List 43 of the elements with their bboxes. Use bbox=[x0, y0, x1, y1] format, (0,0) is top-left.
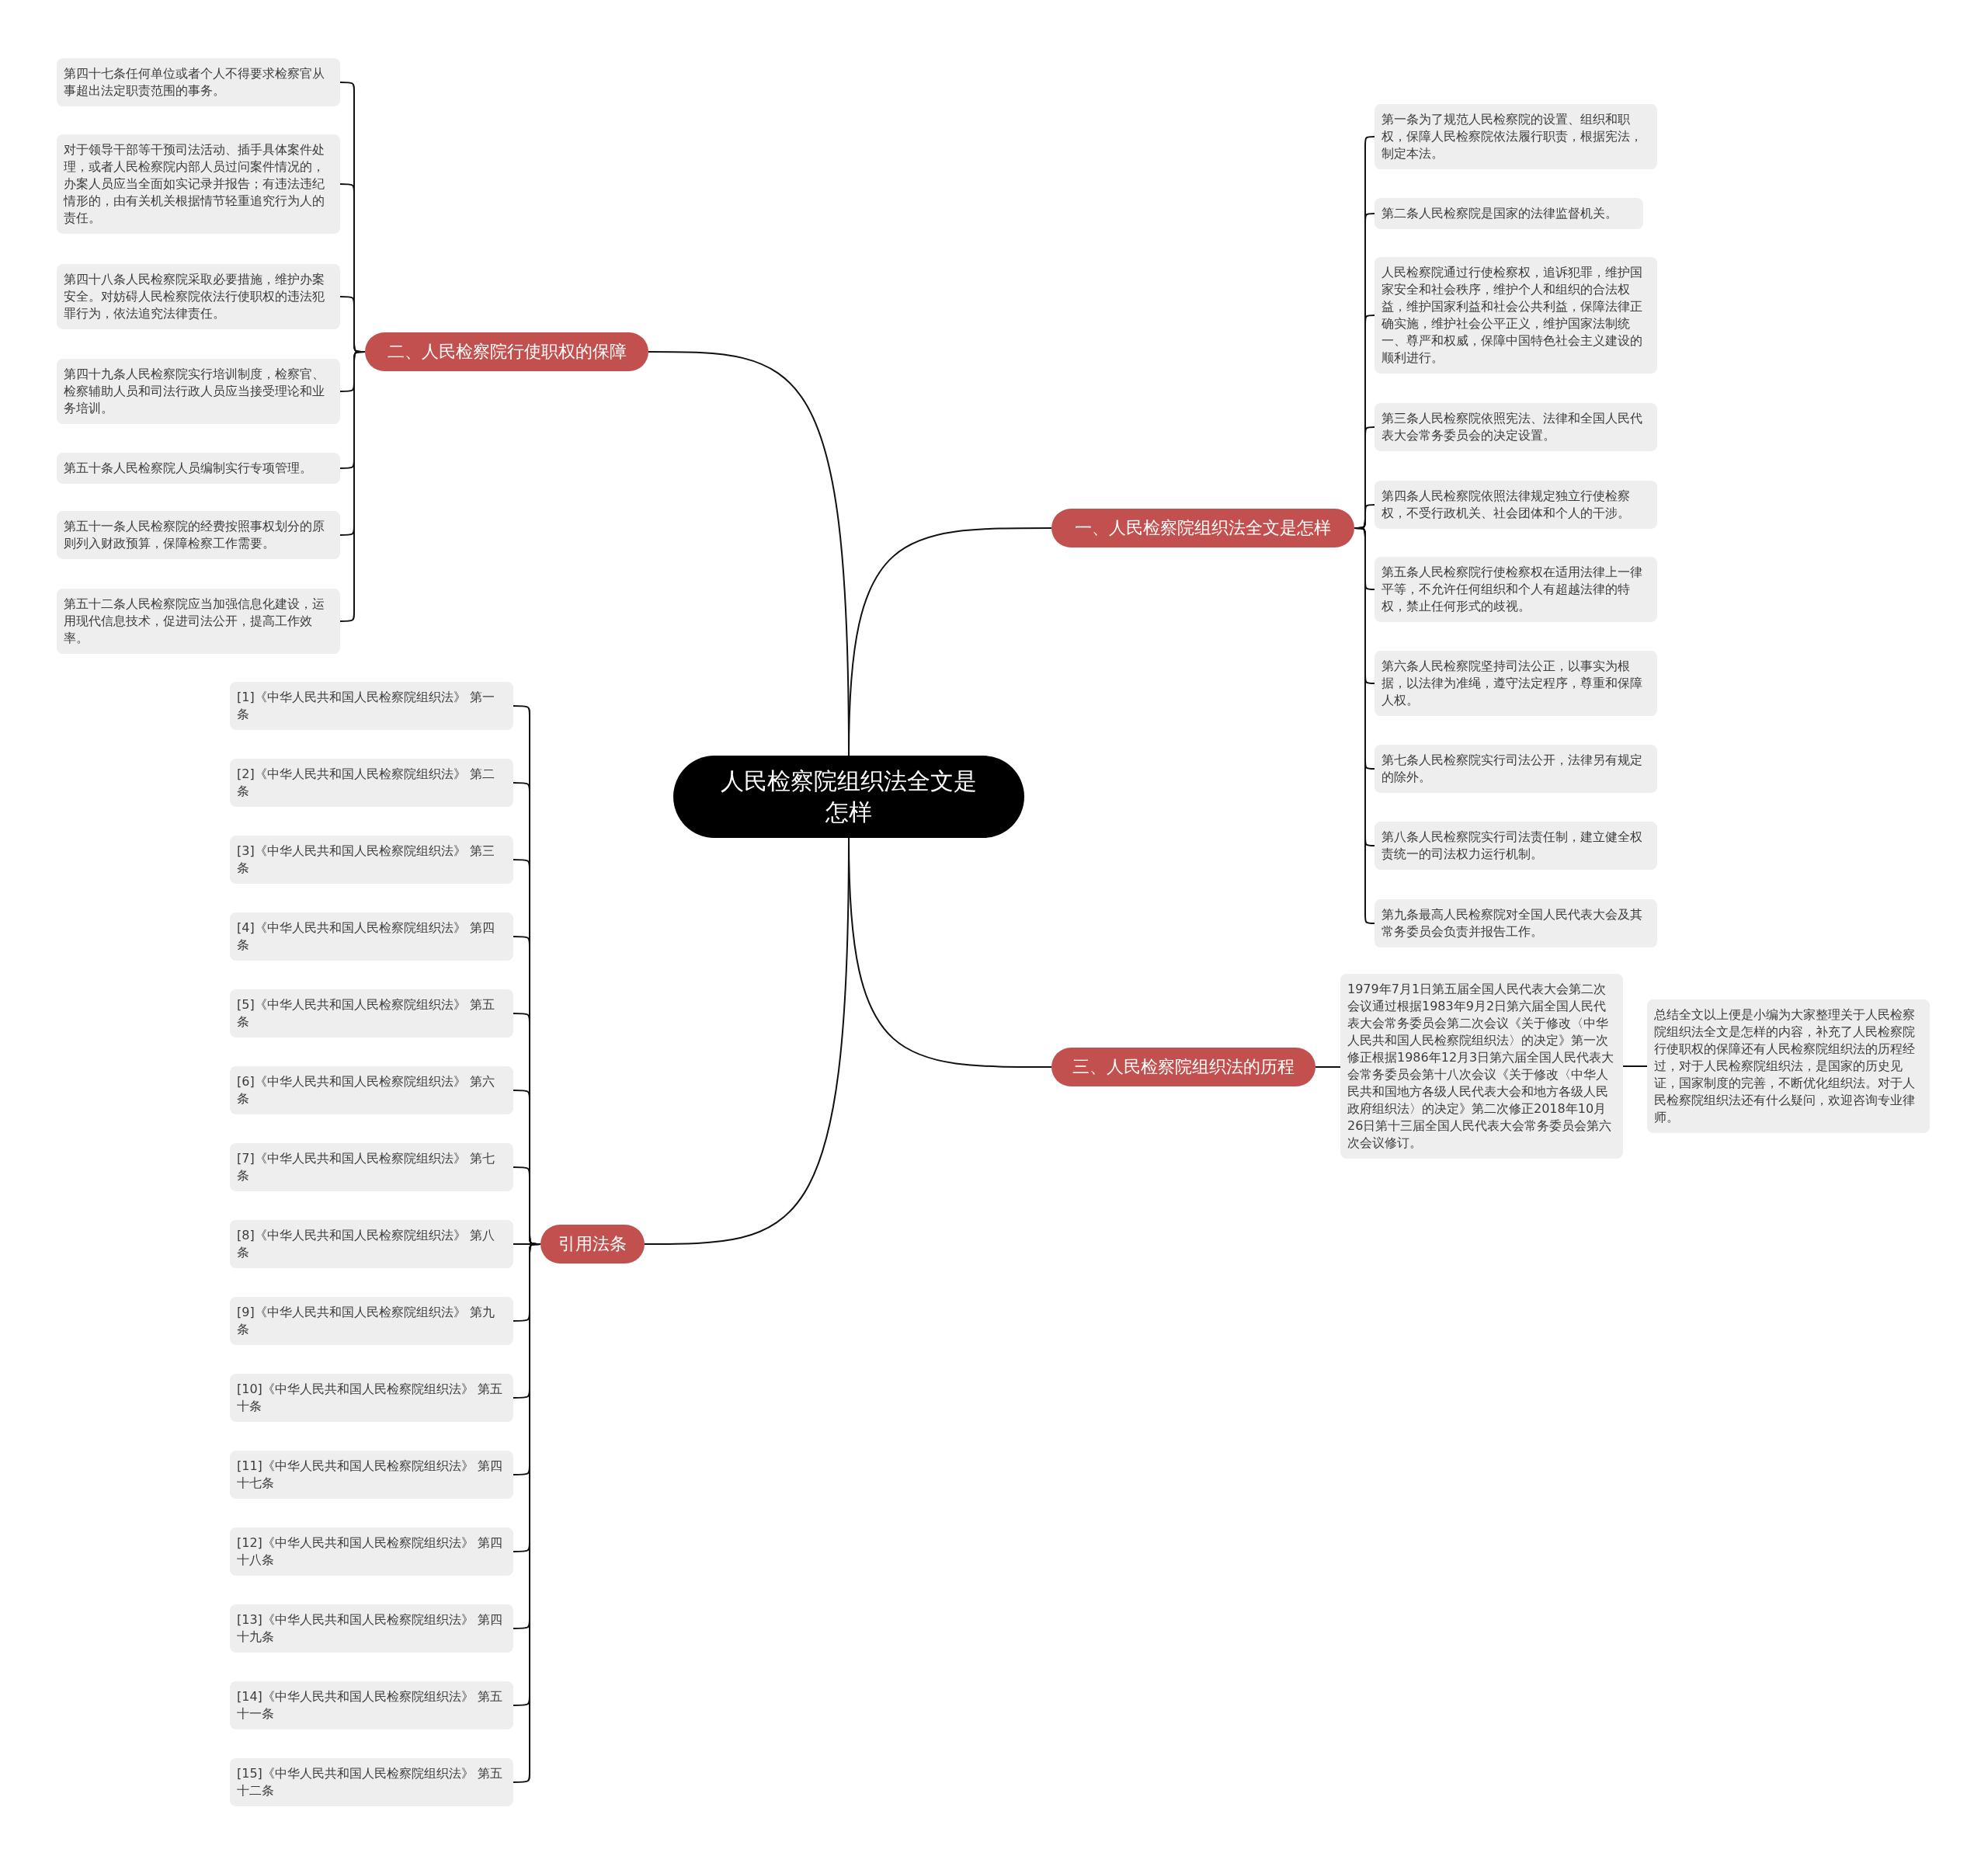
text-card: 第五条人民检察院行使检察权在适用法律上一律平等，不允许任何组织和个人有超越法律的特权，禁止任何形式的歧视。 bbox=[1375, 557, 1657, 622]
topic-pill: 三、人民检察院组织法的历程 bbox=[1051, 1048, 1315, 1086]
text-card: 第九条最高人民检察院对全国人民代表大会及其常务委员会负责并报告工作。 bbox=[1375, 899, 1657, 947]
text-card: [4]《中华人民共和国人民检察院组织法》 第四条 bbox=[230, 912, 513, 961]
topic-pill: 一、人民检察院组织法全文是怎样 bbox=[1051, 509, 1354, 547]
text-card: [14]《中华人民共和国人民检察院组织法》 第五十一条 bbox=[230, 1681, 513, 1729]
text-card: [1]《中华人民共和国人民检察院组织法》 第一条 bbox=[230, 682, 513, 730]
text-card: [5]《中华人民共和国人民检察院组织法》 第五条 bbox=[230, 989, 513, 1038]
text-card: 第四十九条人民检察院实行培训制度，检察官、检察辅助人员和司法行政人员应当接受理论和业务培训。 bbox=[57, 359, 340, 424]
text-card: 总结全文以上便是小编为大家整理关于人民检察院组织法全文是怎样的内容，补充了人民检察院行使职权的保障还有人民检察院组织法的历程经过，对于人民检察院组织法，是国家的历史见证，国家制度的完善，不断优化组织法。对于人民检察院组织法还有什么疑问，欢迎咨询专业律师。 bbox=[1647, 999, 1930, 1133]
text-card: [15]《中华人民共和国人民检察院组织法》 第五十二条 bbox=[230, 1758, 513, 1806]
text-card: [6]《中华人民共和国人民检察院组织法》 第六条 bbox=[230, 1066, 513, 1114]
text-card: [2]《中华人民共和国人民检察院组织法》 第二条 bbox=[230, 759, 513, 807]
connector-line bbox=[1354, 527, 1375, 924]
text-card: [13]《中华人民共和国人民检察院组织法》 第四十九条 bbox=[230, 1604, 513, 1653]
topic-pill: 二、人民检察院行使职权的保障 bbox=[365, 332, 648, 371]
text-card: 第三条人民检察院依照宪法、法律和全国人民代表大会常务委员会的决定设置。 bbox=[1375, 403, 1657, 451]
topic-pill: 引用法条 bbox=[540, 1225, 645, 1263]
text-card: 人民检察院通过行使检察权，追诉犯罪，维护国家安全和社会秩序，维护个人和组织的合法权益，维护国家利益和社会公共利益，保障法律正确实施，维护社会公平正义，维护国家法制统一、尊严和权威，保障中国特色社会主义建设的顺利进行。 bbox=[1375, 257, 1657, 374]
text-card: 第五十条人民检察院人员编制实行专项管理。 bbox=[57, 453, 340, 484]
text-card: 第二条人民检察院是国家的法律监督机关。 bbox=[1375, 198, 1643, 229]
text-card: [7]《中华人民共和国人民检察院组织法》 第七条 bbox=[230, 1143, 513, 1191]
central-topic: 人民检察院组织法全文是怎样 bbox=[673, 756, 1024, 838]
text-card: 1979年7月1日第五届全国人民代表大会第二次会议通过根据1983年9月2日第六届全国人民代表大会常务委员会第二次会议《关于修改〈中华人民共和国人民检察院组织法〉的决定》第一次修正根据1986年12月3日第六届全国人民代表大会常务委员会第十八次会议《关于修改〈中华人民共和国地方各级人民代表大会和地方各级人民政府组织法〉的决定》第二次修正2018年10月26日第十三届全国人民代表大会常务委员会第六次会议修订。 bbox=[1340, 974, 1623, 1159]
text-card: [12]《中华人民共和国人民检察院组织法》 第四十八条 bbox=[230, 1528, 513, 1576]
text-card: 第七条人民检察院实行司法公开，法律另有规定的除外。 bbox=[1375, 745, 1657, 793]
text-card: 第六条人民检察院坚持司法公正，以事实为根据，以法律为准绳，遵守法定程序，尊重和保障人权。 bbox=[1375, 651, 1657, 716]
text-card: [10]《中华人民共和国人民检察院组织法》 第五十条 bbox=[230, 1374, 513, 1422]
text-card: [9]《中华人民共和国人民检察院组织法》 第九条 bbox=[230, 1297, 513, 1345]
text-card: 第五十一条人民检察院的经费按照事权划分的原则列入财政预算，保障检察工作需要。 bbox=[57, 511, 340, 559]
text-card: 第四十七条任何单位或者个人不得要求检察官从事超出法定职责范围的事务。 bbox=[57, 58, 340, 106]
text-card: 对于领导干部等干预司法活动、插手具体案件处理，或者人民检察院内部人员过问案件情况的，办案人员应当全面如实记录并报告；有违法违纪情形的，由有关机关根据情节轻重追究行为人的责任。 bbox=[57, 134, 340, 234]
connector-line bbox=[339, 351, 366, 622]
text-card: 第四条人民检察院依照法律规定独立行使检察权，不受行政机关、社会团体和个人的干涉。 bbox=[1375, 481, 1657, 529]
text-card: 第四十八条人民检察院采取必要措施，维护办案安全。对妨碍人民检察院依法行使职权的违法犯罪行为，依法追究法律责任。 bbox=[57, 264, 340, 329]
text-card: 第五十二条人民检察院应当加强信息化建设，运用现代信息技术，促进司法公开，提高工作效率。 bbox=[57, 589, 340, 654]
text-card: [8]《中华人民共和国人民检察院组织法》 第八条 bbox=[230, 1220, 513, 1268]
text-card: 第一条为了规范人民检察院的设置、组织和职权，保障人民检察院依法履行职责，根据宪法，制定本法。 bbox=[1375, 104, 1657, 169]
text-card: [3]《中华人民共和国人民检察院组织法》 第三条 bbox=[230, 836, 513, 884]
connector-line bbox=[1622, 1065, 1648, 1067]
connector-line bbox=[1315, 1066, 1341, 1068]
text-card: 第八条人民检察院实行司法责任制，建立健全权责统一的司法权力运行机制。 bbox=[1375, 822, 1657, 870]
text-card: [11]《中华人民共和国人民检察院组织法》 第四十七条 bbox=[230, 1451, 513, 1499]
